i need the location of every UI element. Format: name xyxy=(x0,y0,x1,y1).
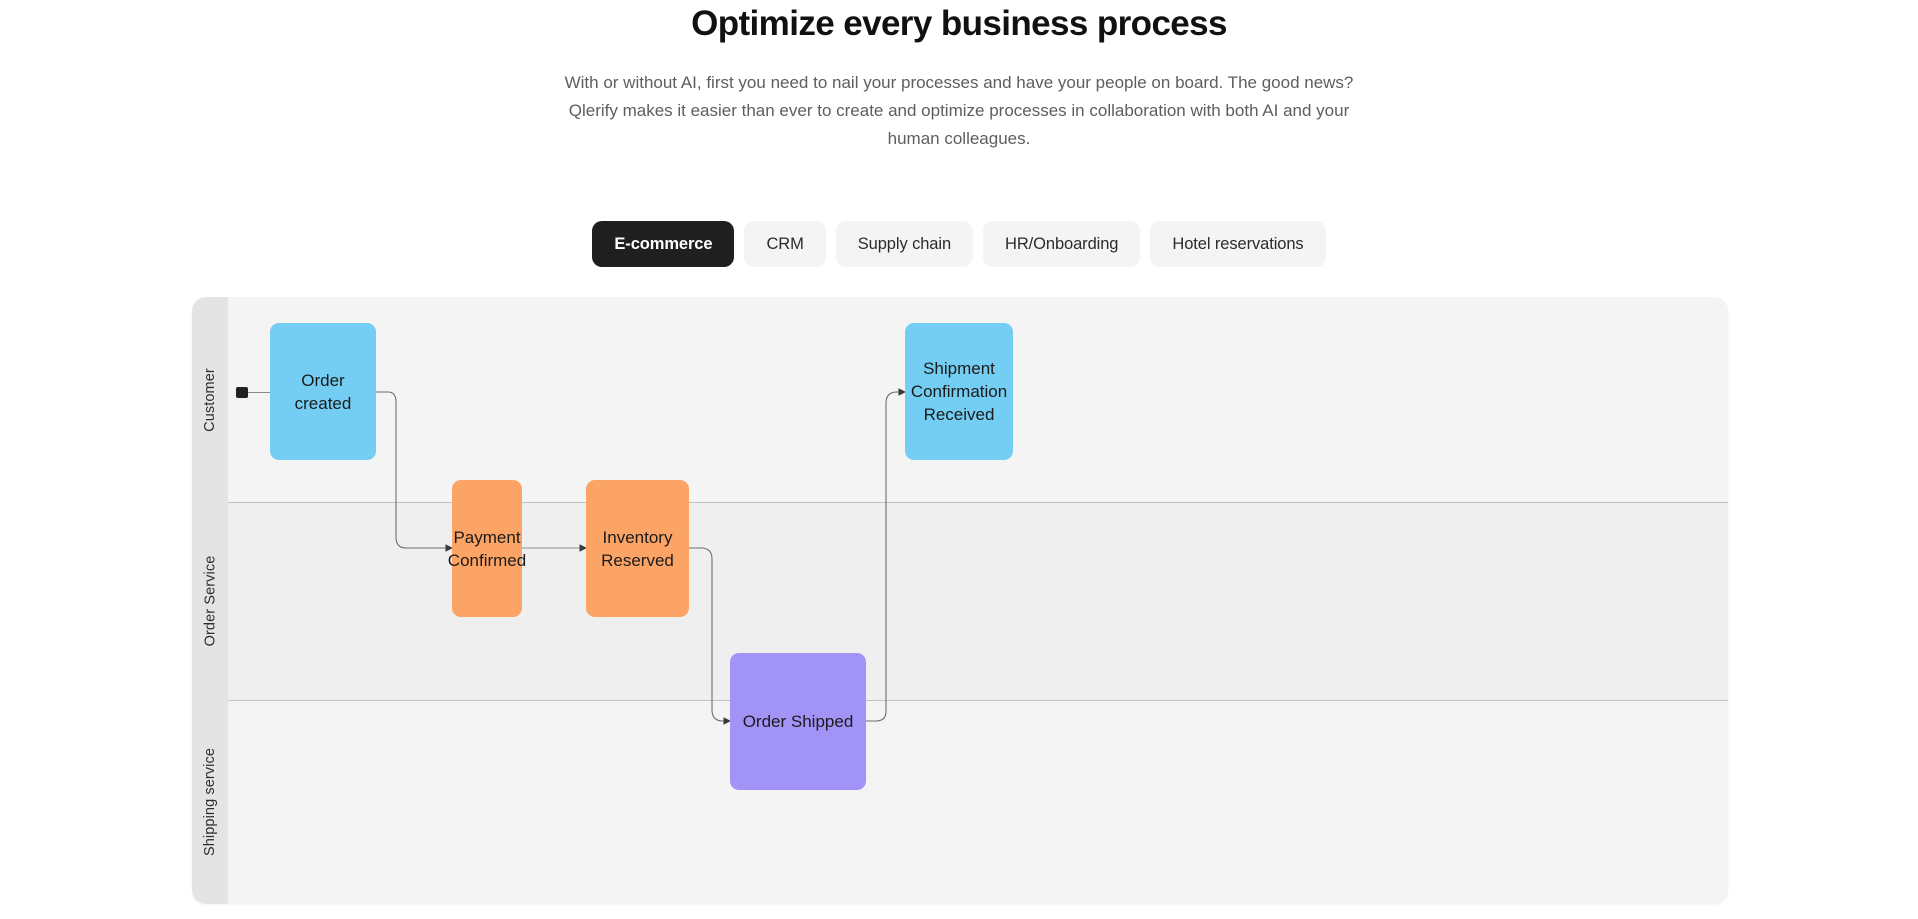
lane-label-order-service: Order Service xyxy=(202,555,218,647)
tab-supply-chain[interactable]: Supply chain xyxy=(835,221,974,267)
lane-divider-2 xyxy=(228,700,1728,701)
page-title: Optimize every business process xyxy=(691,4,1227,43)
hero-section: Optimize every business process With or … xyxy=(0,0,1918,153)
node-label-order-shipped: Order Shipped xyxy=(742,712,854,731)
page-subtitle: With or without AI, first you need to na… xyxy=(564,73,1354,148)
category-tabs: E-commerce CRM Supply chain HR/Onboardin… xyxy=(0,221,1918,267)
start-event-stub xyxy=(248,392,270,393)
lane-divider-1 xyxy=(228,502,1728,503)
lane-body-shipping-service xyxy=(228,700,1728,904)
lane-header-shipping-service: Shipping service xyxy=(192,700,228,904)
node-inventory-reserved[interactable]: Inventory Reserved xyxy=(586,480,689,617)
lane-label-shipping-service: Shipping service xyxy=(202,748,218,856)
tab-crm[interactable]: CRM xyxy=(744,221,826,267)
tab-e-commerce[interactable]: E-commerce xyxy=(592,221,735,267)
lane-header-customer: Customer xyxy=(192,297,228,502)
node-label-shipment-confirmation-received: Shipment Confirmation Received xyxy=(910,359,1008,424)
node-label-payment-confirmed: Payment Confirmed xyxy=(447,527,527,570)
start-event-marker xyxy=(236,387,248,398)
lane-label-customer: Customer xyxy=(202,367,218,432)
tab-hr-onboarding[interactable]: HR/Onboarding xyxy=(983,221,1141,267)
node-payment-confirmed[interactable]: Payment Confirmed xyxy=(448,480,526,617)
node-label-order-created: Order created xyxy=(294,370,352,413)
node-order-created[interactable]: Order created xyxy=(270,323,376,460)
swimlane-diagram[interactable]: Customer Order Service Shipping service … xyxy=(192,297,1728,904)
tab-hotel-reservations[interactable]: Hotel reservations xyxy=(1150,221,1326,267)
node-label-inventory-reserved: Inventory Reserved xyxy=(601,527,674,570)
node-order-shipped[interactable]: Order Shipped xyxy=(730,653,866,790)
node-shipment-confirmation-received[interactable]: Shipment Confirmation Received xyxy=(905,323,1013,460)
lane-header-order-service: Order Service xyxy=(192,502,228,700)
lane-header-strip: Customer Order Service Shipping service xyxy=(192,297,228,904)
